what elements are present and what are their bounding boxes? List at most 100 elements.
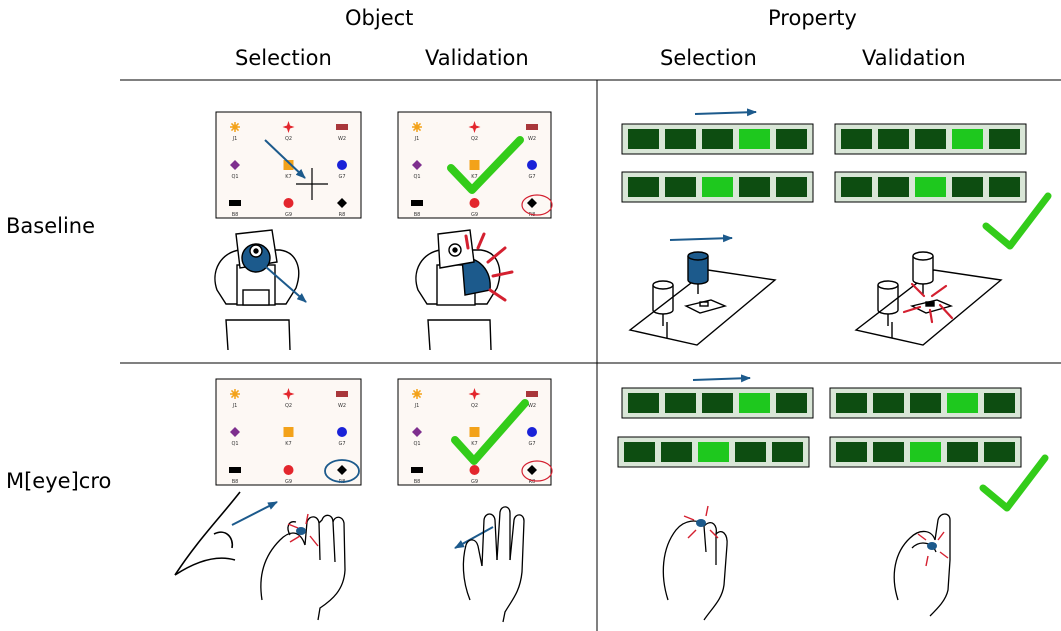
strip-cell — [915, 129, 946, 149]
panel-item-code: G7 — [528, 441, 535, 447]
device-move-arrow — [669, 234, 733, 243]
knob-board-icon — [628, 251, 777, 346]
property-strip — [617, 436, 810, 468]
strip-cell — [776, 177, 807, 197]
strip-cell-selected — [739, 129, 770, 149]
panel-item-k7: K7 — [283, 427, 294, 447]
panel-item-code: J1 — [414, 403, 420, 409]
row-label-meyecro: M[eye]cro — [6, 469, 112, 493]
property-strip — [621, 171, 814, 203]
header-object-validation: Validation — [425, 46, 529, 70]
pinch-burst — [917, 531, 949, 567]
eye-gaze-icon — [174, 491, 241, 576]
validation-checkmark — [447, 136, 524, 194]
strip-cell — [702, 393, 733, 413]
panel-item-code: Q2 — [471, 136, 478, 142]
strip-cell — [878, 177, 909, 197]
panel-item-g7: G7 — [337, 427, 347, 447]
hand-thumb-tap-icon — [662, 520, 728, 621]
panel-item-code: G7 — [338, 441, 345, 447]
panel-item-code: W2 — [528, 403, 536, 409]
panel-item-code: B8 — [232, 479, 239, 485]
strip-cell — [628, 393, 659, 413]
strip-cell — [776, 393, 807, 413]
panel-item-code: Q2 — [285, 136, 292, 142]
panel-item-code: G7 — [528, 174, 535, 180]
strip-cell — [841, 177, 872, 197]
gaze-selection-ring — [324, 459, 360, 483]
panel-item-code: G9 — [471, 212, 478, 218]
panel-item-j1: J1 — [230, 122, 240, 142]
panel-item-code: B8 — [414, 479, 421, 485]
strip-cell — [772, 442, 803, 462]
selection-highlight-ring — [521, 460, 553, 482]
panel-item-w2: W2 — [336, 124, 348, 142]
validation-checkmark — [982, 192, 1052, 250]
panel-item-k7: K7 — [469, 160, 480, 180]
joystick-icon — [214, 229, 300, 351]
panel-item-q2: Q2 — [468, 388, 481, 409]
strip-cell — [841, 129, 872, 149]
hand-pinch-validate-icon — [893, 513, 951, 617]
row-label-baseline: Baseline — [6, 214, 96, 238]
property-strip — [621, 123, 814, 155]
strip-cell-selected — [910, 442, 941, 462]
header-property: Property — [768, 6, 857, 30]
panel-item-g9: G9 — [469, 465, 480, 485]
property-strip — [834, 171, 1027, 203]
panel-item-q2: Q2 — [282, 121, 295, 142]
strip-cell — [989, 129, 1020, 149]
panel-item-q1: Q1 — [412, 427, 422, 447]
validation-checkmark — [451, 399, 529, 465]
strip-cell — [665, 177, 696, 197]
knob-board-press-icon — [854, 251, 1003, 346]
joystick-push-arrow — [257, 259, 307, 303]
header-object: Object — [345, 6, 414, 30]
strip-cell — [628, 129, 659, 149]
strip-cell — [984, 393, 1015, 413]
panel-item-code: G9 — [471, 479, 478, 485]
selection-arrow — [264, 139, 306, 179]
tap-point — [696, 519, 706, 527]
panel-item-g7: G7 — [527, 427, 537, 447]
panel-item-q2: Q2 — [282, 388, 295, 409]
strip-cell — [624, 442, 655, 462]
property-strip — [834, 123, 1027, 155]
strip-cell — [910, 393, 941, 413]
press-burst — [902, 282, 954, 324]
panel-item-code: Q1 — [231, 174, 238, 180]
header-property-validation: Validation — [862, 46, 966, 70]
strip-cell — [989, 177, 1020, 197]
panel-item-r8: R8 — [527, 465, 537, 485]
panel-item-g7: G7 — [337, 160, 347, 180]
panel-item-code: G9 — [285, 212, 292, 218]
panel-item-code: G7 — [338, 174, 345, 180]
panel-item-b8: B8 — [411, 467, 423, 485]
panel-item-code: W2 — [528, 136, 536, 142]
panel-item-code: Q2 — [471, 403, 478, 409]
panel-item-code: J1 — [232, 403, 238, 409]
strip-cell — [873, 442, 904, 462]
strip-cell-selected — [739, 393, 770, 413]
strip-cell — [628, 177, 659, 197]
panel-item-j1: J1 — [412, 389, 422, 409]
panel-item-code: Q1 — [413, 174, 420, 180]
panel-item-code: Q1 — [231, 441, 238, 447]
strip-cell — [952, 177, 983, 197]
selection-highlight-ring — [521, 194, 553, 216]
strip-cell — [984, 442, 1015, 462]
panel-item-code: R8 — [339, 212, 346, 218]
panel-item-w2: W2 — [336, 391, 348, 409]
hand-open-icon — [462, 506, 525, 623]
press-burst — [464, 232, 514, 302]
property-scroll-arrow — [694, 108, 757, 117]
strip-cell-selected — [952, 129, 983, 149]
panel-item-r8: R8 — [337, 198, 347, 218]
strip-cell — [836, 442, 867, 462]
hand-pinch-icon — [260, 514, 346, 621]
panel-item-b8: B8 — [229, 467, 241, 485]
